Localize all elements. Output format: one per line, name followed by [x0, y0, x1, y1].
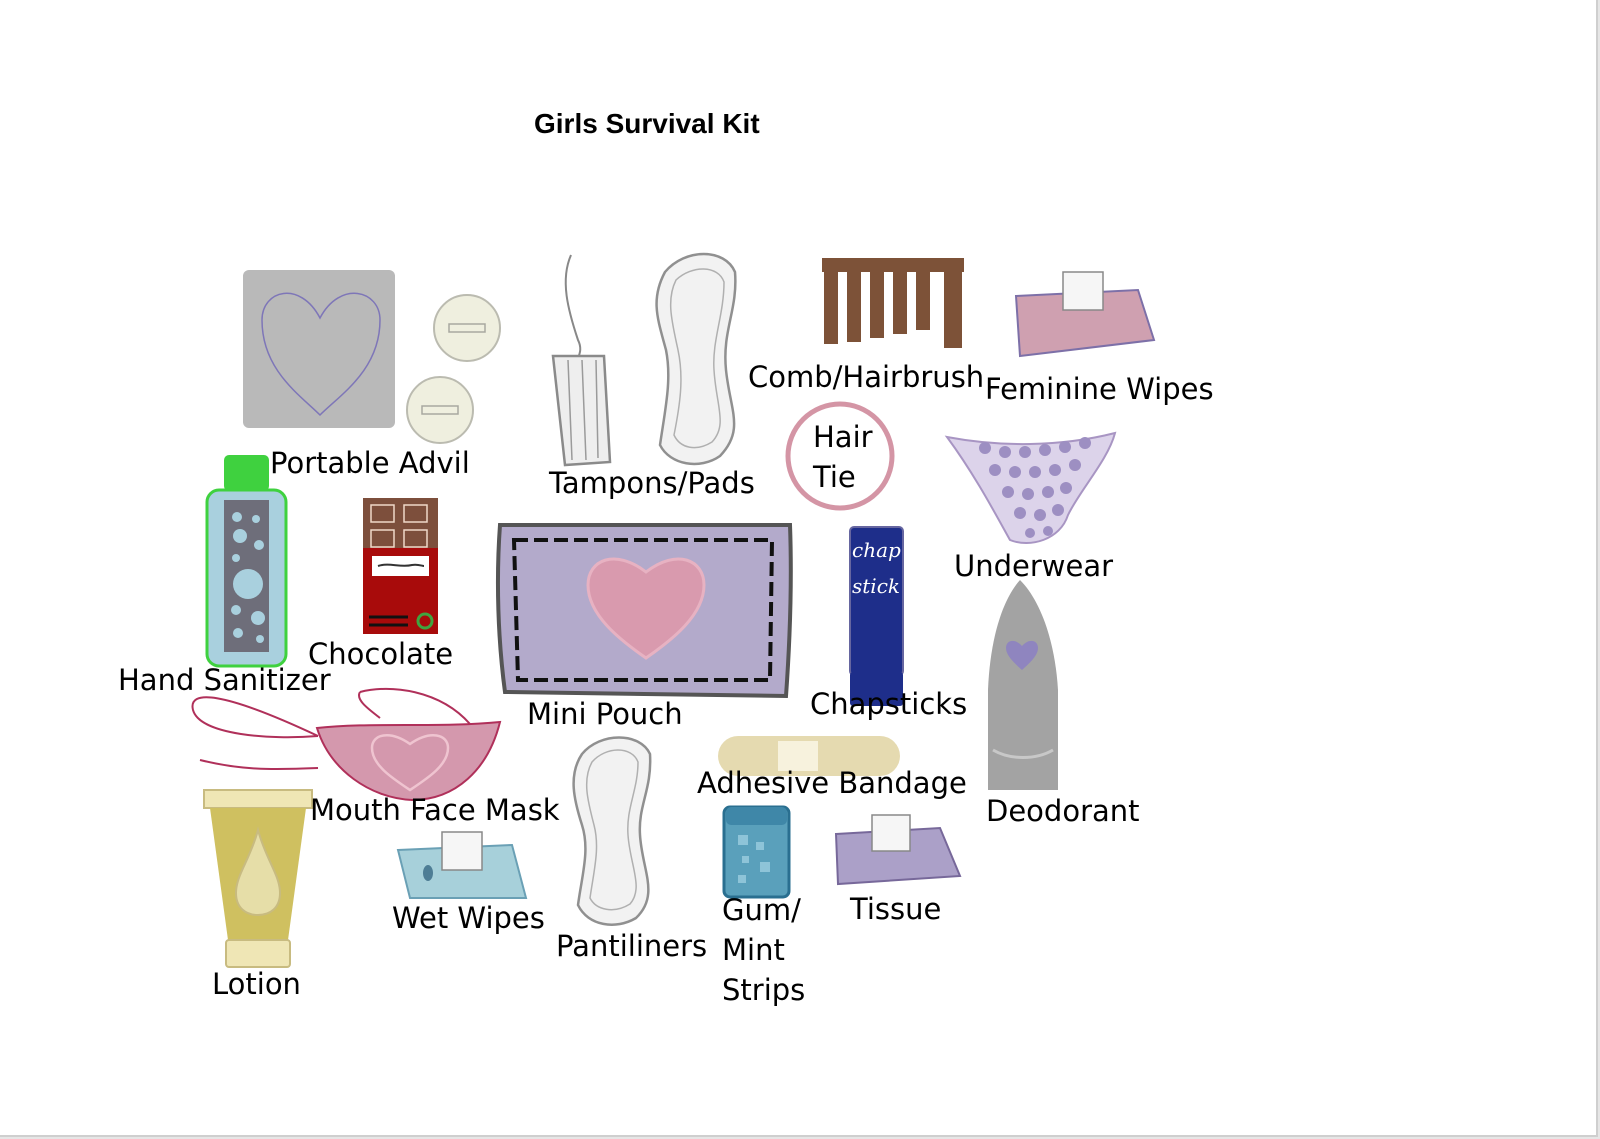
page-title: Girls Survival Kit — [534, 108, 760, 139]
label-gum-line2: Mint — [722, 933, 785, 967]
label-gum-line3: Strips — [722, 973, 806, 1007]
wet-wipes-icon — [396, 831, 528, 899]
label-hair-tie-line2: Tie — [813, 460, 856, 494]
label-tissue: Tissue — [850, 892, 942, 926]
advil-pill-icon — [433, 294, 501, 362]
underwear-icon — [944, 431, 1117, 544]
tampon-icon — [551, 254, 612, 467]
label-mini-pouch: Mini Pouch — [527, 697, 683, 731]
chapstick-brand-line1: chap — [852, 538, 901, 562]
gum-strips-icon — [722, 805, 791, 899]
label-tampons-pads: Tampons/Pads — [549, 466, 755, 500]
chapstick-icon — [849, 526, 904, 706]
label-portable-advil: Portable Advil — [270, 446, 470, 480]
deodorant-icon — [988, 580, 1058, 790]
label-adhesive-bandage: Adhesive Bandage — [697, 766, 967, 800]
label-gum-line1: Gum/ — [722, 893, 801, 927]
advil-pill-icon — [406, 376, 474, 444]
label-wet-wipes: Wet Wipes — [392, 901, 545, 935]
feminine-wipes-icon — [1014, 271, 1156, 358]
mouth-face-mask-icon — [191, 687, 502, 802]
label-comb-hairbrush: Comb/Hairbrush — [748, 360, 985, 394]
label-underwear: Underwear — [954, 549, 1114, 583]
lotion-icon — [203, 789, 313, 968]
comb-icon — [822, 258, 964, 348]
mini-pouch-icon — [495, 523, 793, 699]
hand-sanitizer-icon — [205, 455, 288, 668]
advil-pack-icon — [243, 270, 395, 428]
label-hair-tie-line1: Hair — [813, 420, 873, 454]
chocolate-icon — [363, 498, 438, 634]
adhesive-bandage-icon — [718, 736, 900, 776]
label-hand-sanitizer: Hand Sanitizer — [118, 663, 331, 697]
tissue-icon — [834, 814, 962, 886]
hair-tie-icon — [785, 401, 895, 511]
pantiliner-icon — [572, 736, 652, 926]
label-deodorant: Deodorant — [986, 794, 1140, 828]
label-pantiliners: Pantiliners — [556, 929, 708, 963]
label-mouth-face-mask: Mouth Face Mask — [310, 793, 560, 827]
label-chocolate: Chocolate — [308, 637, 454, 671]
label-chapsticks: Chapsticks — [810, 687, 968, 721]
chapstick-brand-line2: stick — [852, 574, 901, 598]
label-lotion: Lotion — [212, 967, 301, 1001]
pad-icon — [655, 252, 737, 466]
label-feminine-wipes: Feminine Wipes — [985, 372, 1214, 406]
